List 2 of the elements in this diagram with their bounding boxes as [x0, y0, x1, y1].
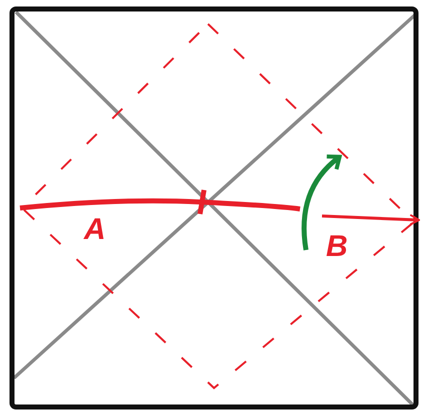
- letter-label: A: [84, 215, 106, 245]
- letter-label: B: [326, 232, 348, 262]
